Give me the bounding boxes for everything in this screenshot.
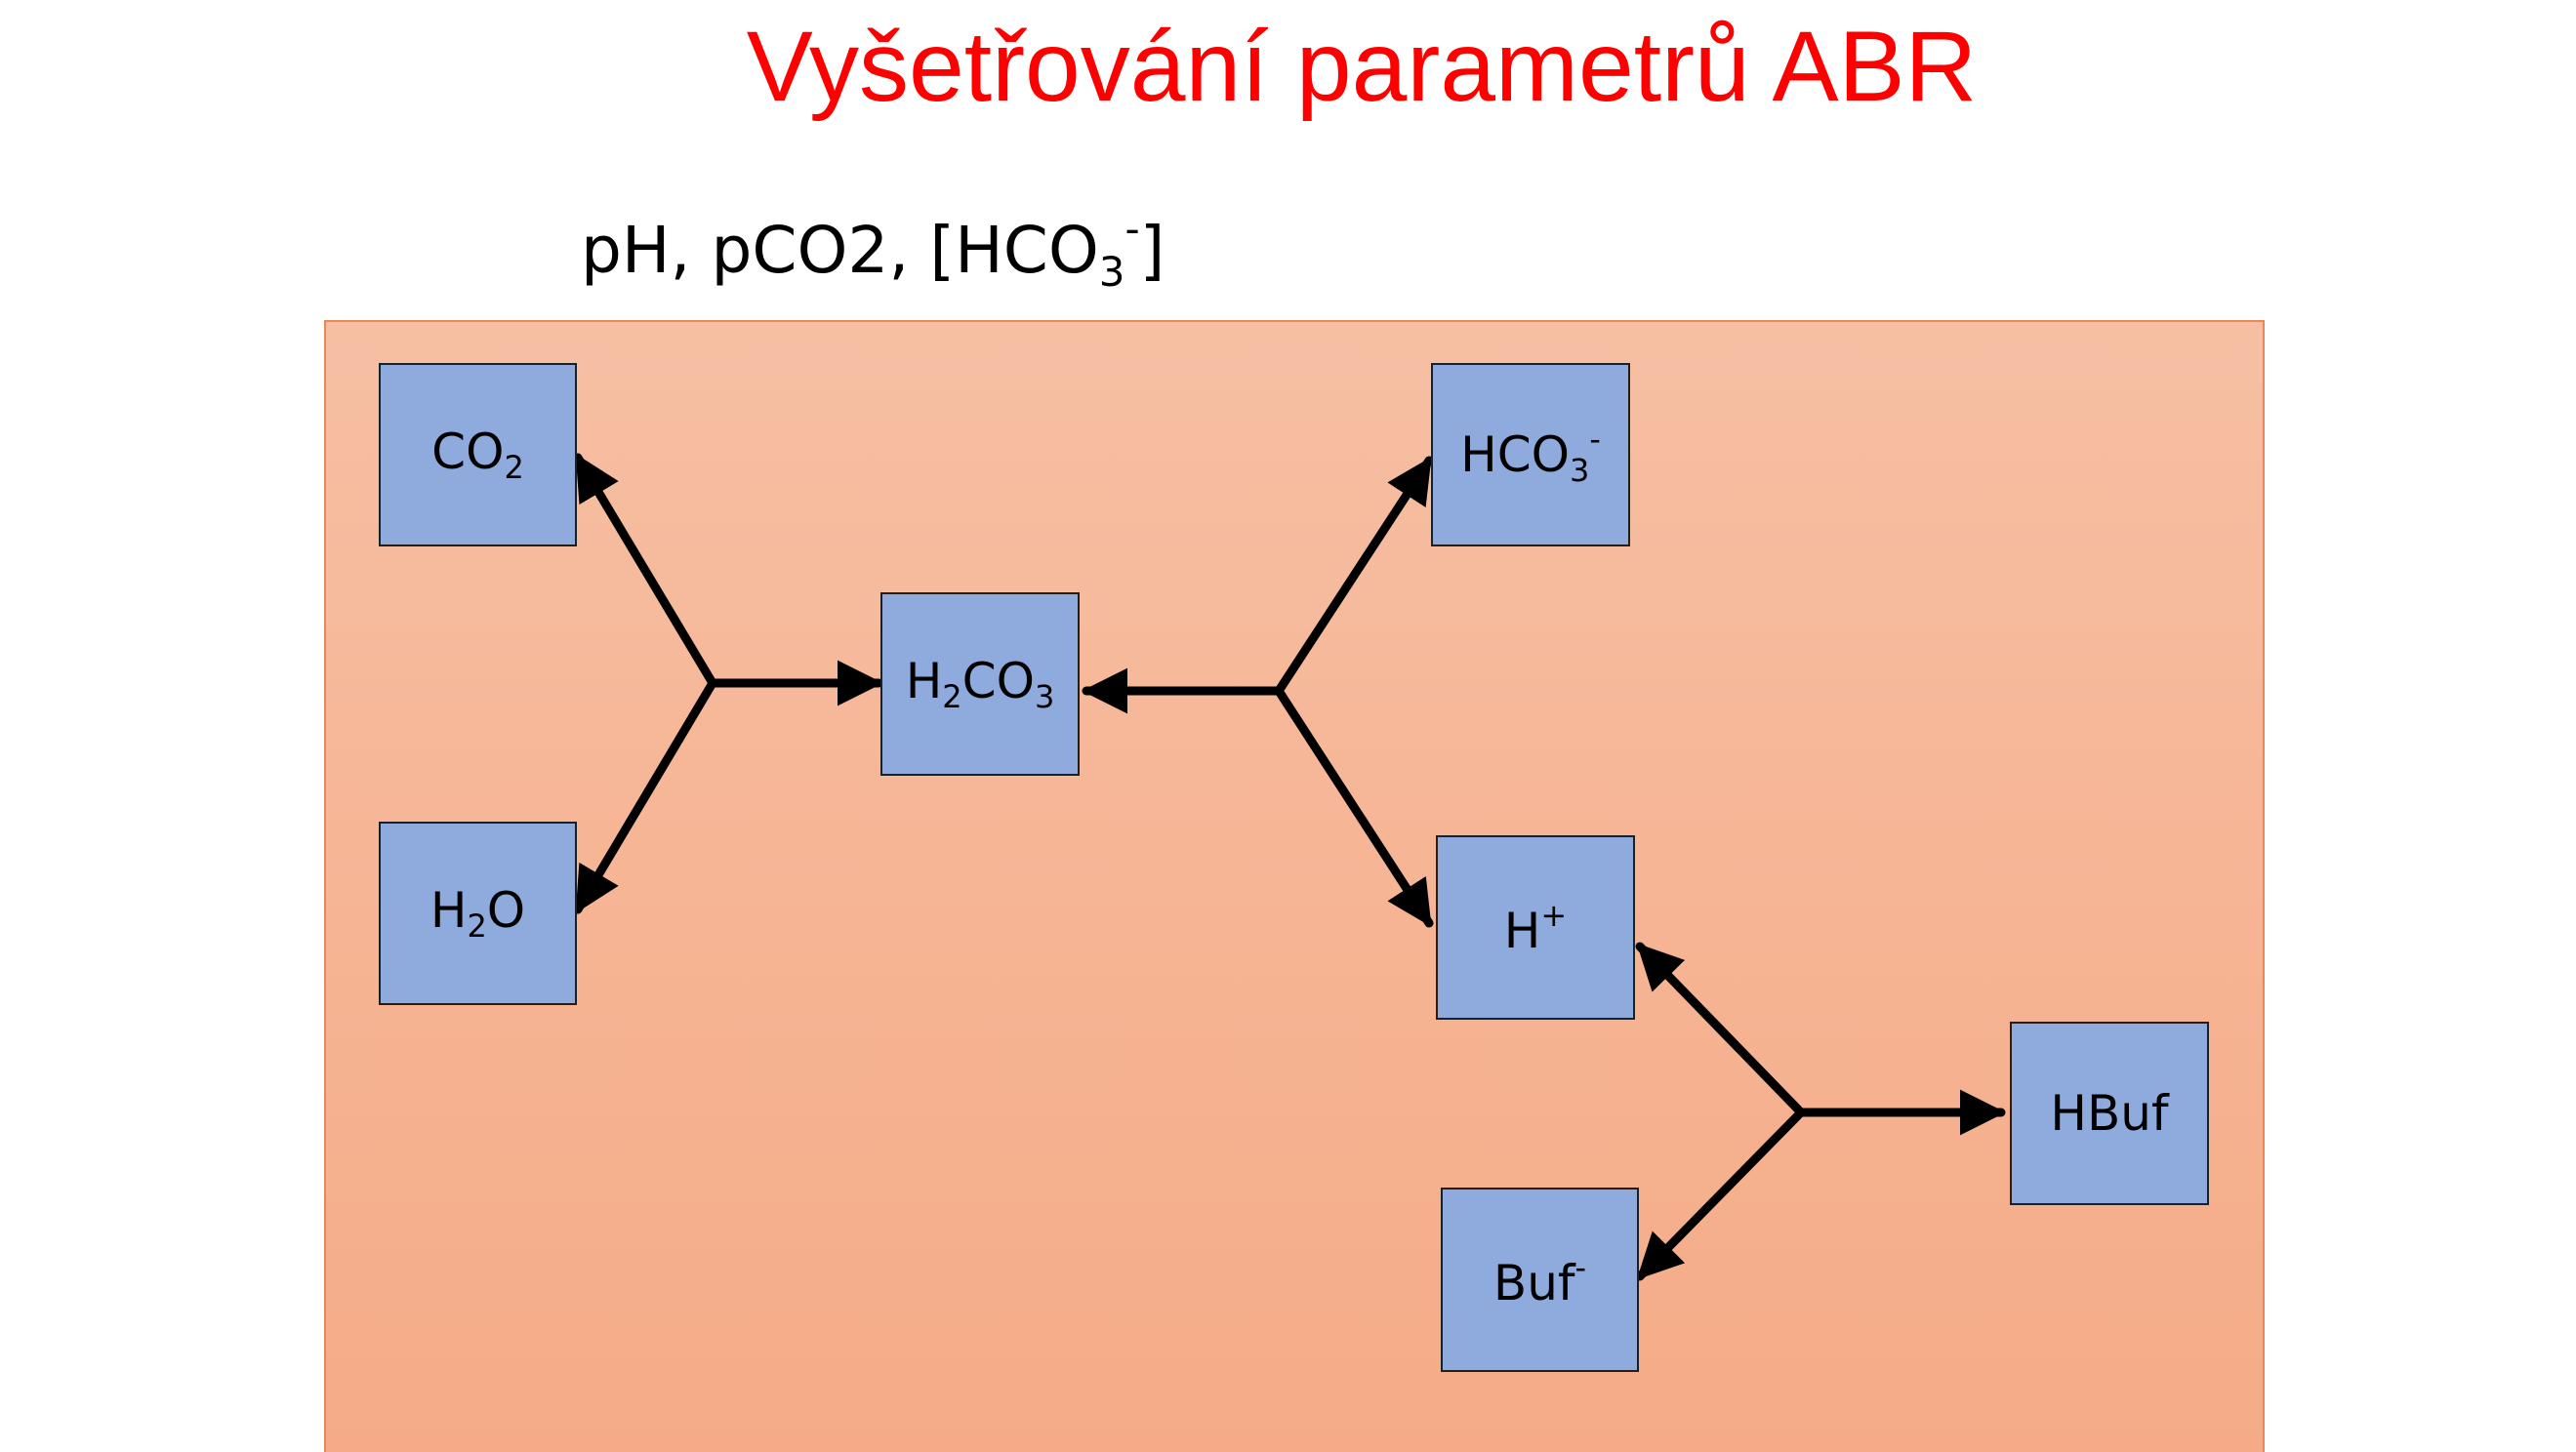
node-buf-sup: - — [1574, 1248, 1587, 1286]
node-hplus: H+ — [1436, 835, 1635, 1020]
node-h2co3-sub2: 3 — [1034, 678, 1055, 715]
node-h2o-pre: H — [429, 882, 468, 939]
node-buf-base: Buf — [1492, 1254, 1575, 1311]
diagram-panel — [324, 320, 2265, 1452]
node-h2o-post: O — [486, 882, 526, 939]
subtitle-sub: 3 — [1098, 248, 1125, 296]
node-h2co3: H2CO3 — [880, 592, 1080, 776]
node-hplus-base: H — [1503, 902, 1541, 959]
node-co2-sub: 2 — [504, 449, 524, 486]
node-buf: Buf- — [1441, 1188, 1639, 1372]
node-h2co3-pre: H — [905, 653, 943, 709]
node-hco3-sup: - — [1589, 421, 1601, 458]
node-co2-base: CO — [431, 424, 505, 480]
arrow-to-hco3 — [1274, 456, 1434, 696]
arrow-to-co2 — [573, 453, 717, 688]
subtitle-close: ] — [1139, 213, 1165, 288]
node-h2o: H2O — [379, 822, 577, 1005]
arrow-to-h2o — [573, 678, 717, 914]
arrow-to-hplus — [1274, 686, 1434, 928]
node-hbuf-base: HBuf — [2050, 1085, 2169, 1142]
node-hbuf: HBuf — [2010, 1022, 2209, 1205]
node-h2co3-mid: CO — [961, 653, 1035, 709]
arrow-to-hplus-from-buffer — [1635, 942, 1806, 1117]
node-h2o-sub: 2 — [467, 908, 487, 945]
node-hplus-sup: + — [1540, 896, 1568, 934]
node-h2co3-sub1: 2 — [942, 678, 962, 715]
arrow-to-buf — [1635, 1108, 1806, 1281]
node-hco3: HCO3- — [1431, 363, 1630, 546]
node-co2: CO2 — [379, 363, 577, 546]
subtitle-text: pH, pCO2, [HCO — [581, 213, 1099, 288]
node-hco3-sub: 3 — [1569, 452, 1590, 489]
slide-title: Vyšetřování parametrů ABR — [746, 11, 1978, 122]
subtitle-sup: - — [1124, 205, 1140, 253]
node-hco3-base: HCO — [1460, 426, 1570, 483]
subtitle-parameters: pH, pCO2, [HCO3-] — [581, 185, 1165, 296]
